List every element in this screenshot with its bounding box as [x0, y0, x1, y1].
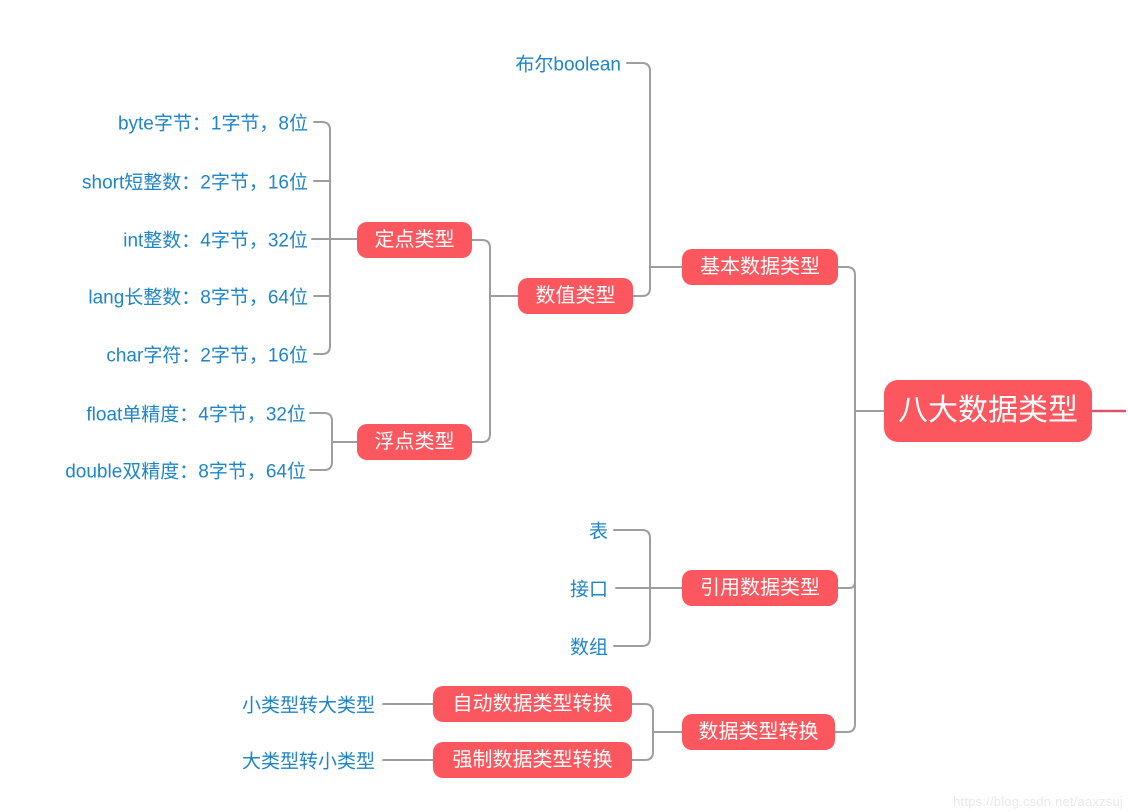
connector-reference-join: [837, 581, 856, 589]
leaf-int[interactable]: int整数：4字节，32位: [123, 230, 308, 252]
leaf-char[interactable]: char字符：2字节，16位: [106, 345, 308, 367]
leaf-interface[interactable]: 接口: [569, 579, 608, 601]
node-cast-conversion[interactable]: 强制数据类型转换: [433, 742, 632, 778]
watermark-url: https://blog.csdn.net/aaxzsuj: [953, 794, 1123, 809]
node-floating-type[interactable]: 浮点类型: [357, 424, 472, 460]
connector-trunk: [834, 266, 856, 733]
leaf-byte[interactable]: byte字节：1字节，8位: [117, 113, 308, 135]
leaf-float[interactable]: float单精度：4字节，32位: [86, 404, 306, 426]
connector-boolean-numeric-junction: [626, 62, 651, 297]
node-numeric-type[interactable]: 数值类型: [518, 278, 633, 314]
node-root-eight-data-types[interactable]: 八大数据类型: [884, 380, 1092, 442]
leaf-array[interactable]: 数组: [569, 637, 608, 659]
leaf-small-to-big[interactable]: 小类型转大类型: [241, 695, 375, 717]
node-basic-data-type[interactable]: 基本数据类型: [682, 249, 838, 285]
leaf-big-to-small[interactable]: 大类型转小类型: [241, 751, 375, 773]
node-reference-data-type[interactable]: 引用数据类型: [682, 570, 838, 606]
connector-fixed-floating-junction: [471, 239, 491, 443]
leaf-double[interactable]: double双精度：8字节，64位: [65, 461, 306, 483]
leaf-table[interactable]: 表: [588, 521, 608, 543]
connector-conversion-junction: [631, 703, 654, 761]
leaf-boolean[interactable]: 布尔boolean: [515, 54, 621, 76]
connector-floating-bracket: [309, 412, 333, 471]
leaf-short[interactable]: short短整数：2字节，16位: [82, 172, 308, 194]
node-auto-conversion[interactable]: 自动数据类型转换: [433, 686, 632, 722]
leaf-lang[interactable]: lang长整数：8字节，64位: [88, 287, 308, 309]
node-data-type-conversion[interactable]: 数据类型转换: [682, 714, 835, 750]
node-fixed-type[interactable]: 定点类型: [357, 222, 472, 258]
